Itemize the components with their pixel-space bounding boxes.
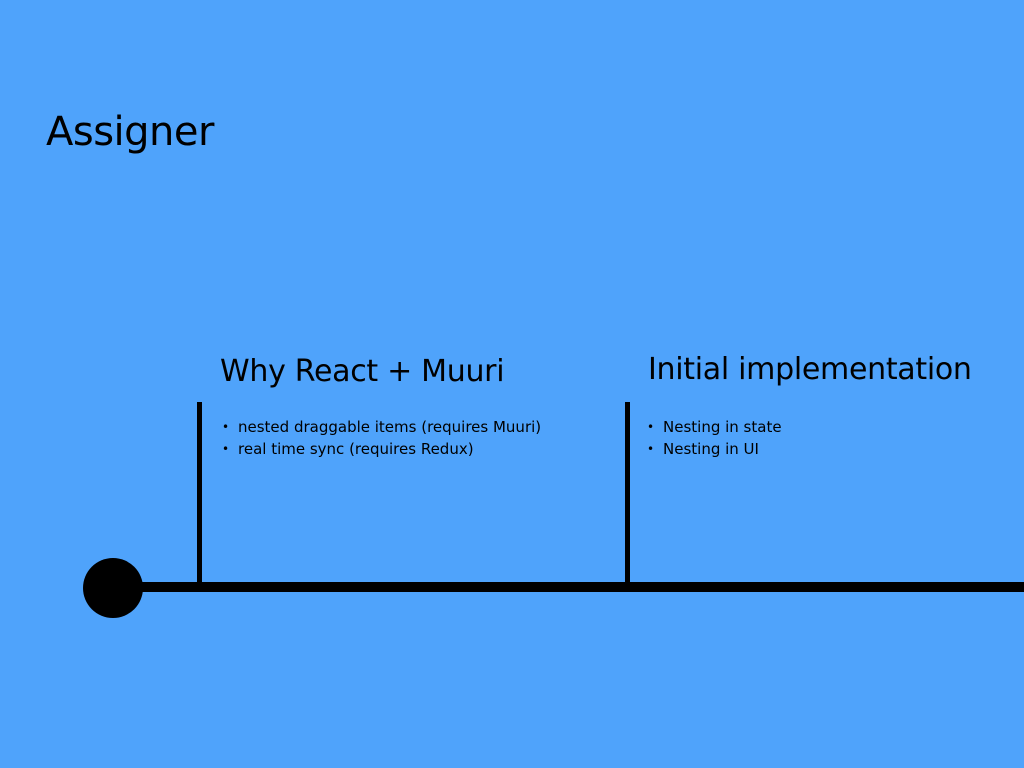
timeline-line [112,582,1024,592]
milestone-bullets-initial-implementation: • Nesting in state • Nesting in UI [645,416,782,460]
bullet-icon: • [222,442,230,456]
bullet-text: real time sync (requires Redux) [238,440,474,458]
milestone-stem-initial-implementation [625,402,630,584]
bullet-icon: • [222,420,230,434]
bullet-item: • Nesting in state [645,416,782,438]
bullet-item: • real time sync (requires Redux) [220,438,541,460]
bullet-text: Nesting in UI [663,440,759,458]
bullet-text: nested draggable items (requires Muuri) [238,418,542,436]
milestone-bullets-why-react: • nested draggable items (requires Muuri… [220,416,541,460]
milestone-heading-initial-implementation: Initial implementation [648,352,972,387]
milestone-heading-why-react: Why React + Muuri [220,354,505,389]
slide-title: Assigner [46,109,214,155]
bullet-item: • nested draggable items (requires Muuri… [220,416,541,438]
bullet-text: Nesting in state [663,418,782,436]
bullet-item: • Nesting in UI [645,438,782,460]
timeline-start-dot [83,558,143,618]
bullet-icon: • [647,442,655,456]
bullet-icon: • [647,420,655,434]
milestone-stem-why-react [197,402,202,584]
